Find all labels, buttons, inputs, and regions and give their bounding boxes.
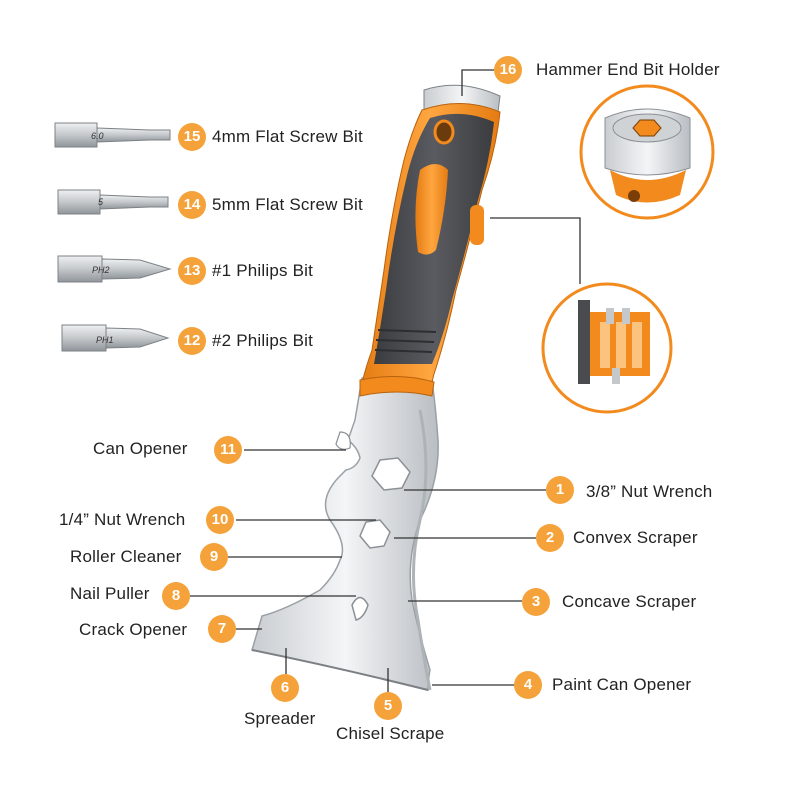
label-paint-can-opener: Paint Can Opener — [552, 675, 692, 694]
badge-4: 4 — [514, 671, 542, 699]
badge-3: 3 — [522, 588, 550, 616]
label-5mm-flat-screw-bit: 5mm Flat Screw Bit — [212, 195, 363, 214]
badge-2: 2 — [536, 524, 564, 552]
label-2-philips-bit: #2 Philips Bit — [212, 331, 314, 350]
badge-6: 6 — [271, 674, 299, 702]
bit-storage-inset — [541, 282, 673, 414]
badge-7: 7 — [208, 615, 236, 643]
bit-13-marking: PH2 — [92, 265, 110, 275]
badge-1: 1 — [546, 476, 574, 504]
badge-8: 8 — [162, 582, 190, 610]
bit-15-marking: 6.0 — [91, 131, 104, 141]
label-roller-cleaner: Roller Cleaner — [70, 547, 182, 566]
badge-12: 12 — [178, 327, 206, 355]
label-spreader: Spreader — [244, 709, 316, 728]
label-convex-scraper: Convex Scraper — [573, 528, 698, 547]
label-hammer-end-bit-holder: Hammer End Bit Holder — [536, 60, 720, 79]
label-4mm-flat-screw-bit: 4mm Flat Screw Bit — [212, 127, 363, 146]
badge-9: 9 — [200, 543, 228, 571]
handle — [359, 84, 501, 397]
scraper-blade — [251, 377, 439, 691]
label-1-philips-bit: #1 Philips Bit — [212, 261, 314, 280]
label-concave-scraper: Concave Scraper — [562, 592, 697, 611]
leader-lines — [190, 69, 581, 692]
bit-14-marking: 5 — [98, 197, 104, 207]
bit-12-marking: PH1 — [96, 335, 114, 345]
label-3-8-nut-wrench: 3/8” Nut Wrench — [586, 482, 713, 501]
hammer-end-inset — [579, 84, 715, 220]
label-crack-opener: Crack Opener — [79, 620, 188, 639]
label-can-opener: Can Opener — [93, 439, 188, 458]
badge-5: 5 — [374, 692, 402, 720]
label-chisel-scrape: Chisel Scrape — [336, 724, 445, 743]
bit-14 — [57, 189, 169, 215]
label-1-4-nut-wrench: 1/4” Nut Wrench — [59, 510, 186, 529]
badge-16: 16 — [494, 56, 522, 84]
badge-10: 10 — [206, 506, 234, 534]
badge-11: 11 — [214, 436, 242, 464]
bit-15 — [54, 122, 171, 148]
badge-14: 14 — [178, 191, 206, 219]
badge-13: 13 — [178, 257, 206, 285]
label-nail-puller: Nail Puller — [70, 584, 150, 603]
bit-12 — [61, 324, 170, 352]
bit-13 — [57, 255, 172, 283]
badge-15: 15 — [178, 123, 206, 151]
